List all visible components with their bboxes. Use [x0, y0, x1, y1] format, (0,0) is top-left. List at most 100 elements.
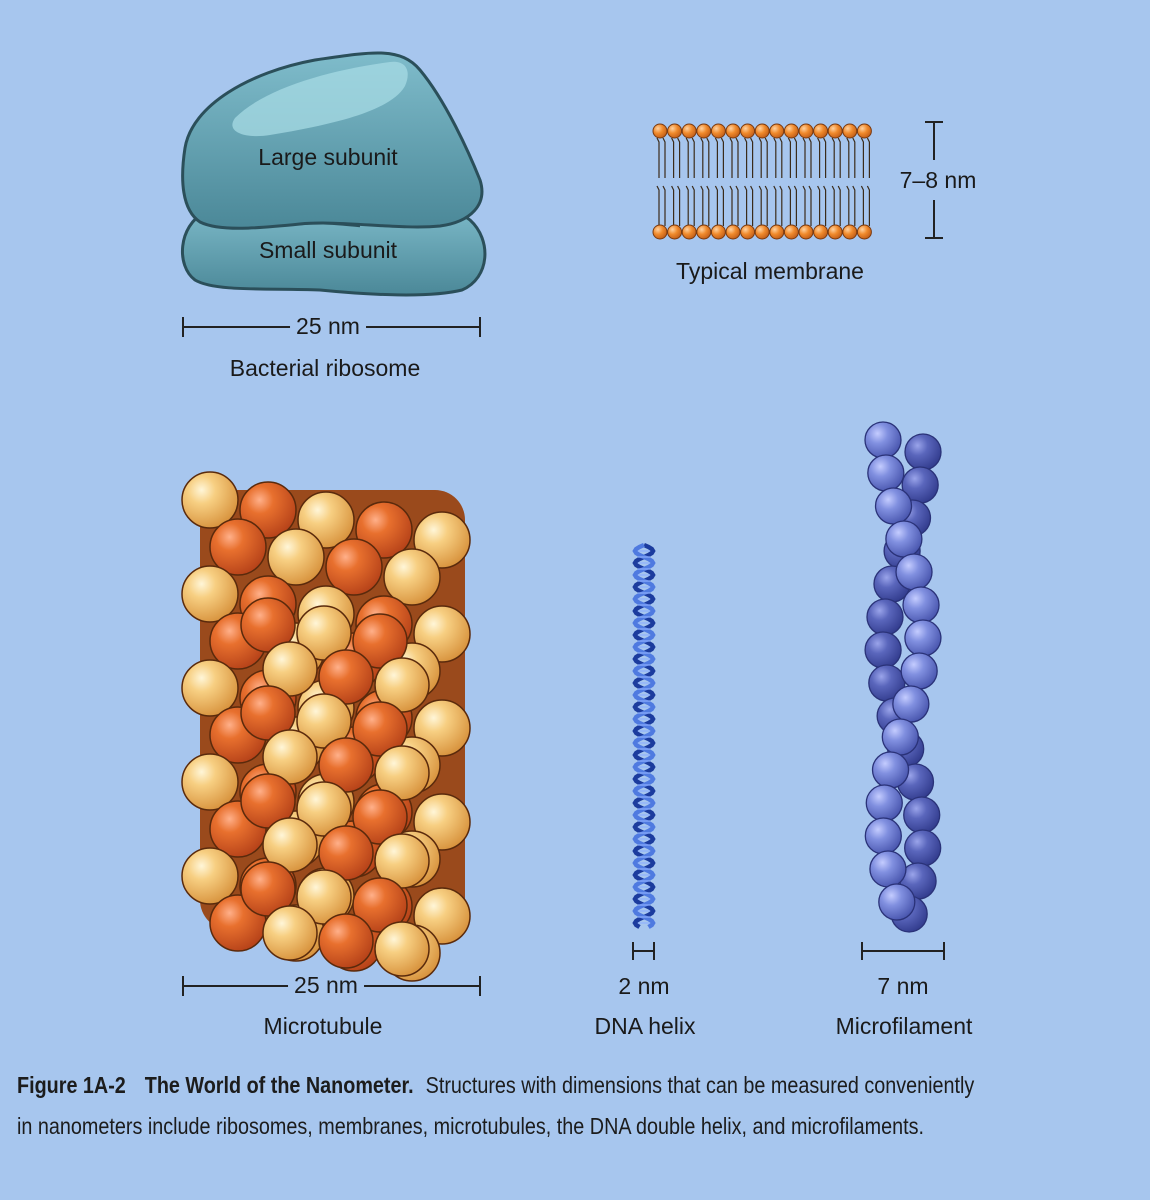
lipid-head-bottom [754, 224, 770, 240]
actin-subunit [871, 751, 910, 789]
lipid-head-top [783, 123, 799, 139]
tubulin-subunit [181, 659, 239, 717]
tubulin-subunit [296, 693, 352, 749]
tubulin-subunit [352, 877, 408, 933]
large-subunit-label: Large subunit [258, 144, 398, 170]
figure-caption: Figure 1A-2 The World of the Nanometer.St… [17, 1065, 980, 1147]
actin-subunit [864, 421, 902, 459]
dna-name-label: DNA helix [594, 1013, 696, 1039]
tubulin-subunit [374, 657, 430, 713]
tubulin-subunit [374, 833, 430, 889]
tubulin-subunit [325, 538, 383, 596]
actin-subunit [904, 433, 942, 471]
microtubule-drawing [181, 471, 471, 982]
actin-subunit [885, 520, 923, 558]
tubulin-subunit [352, 789, 408, 845]
lipid-head-bottom [667, 224, 683, 240]
lipid-head-top [725, 123, 741, 139]
microfilament-scale-label: 7 nm [877, 973, 929, 999]
tubulin-subunit [296, 605, 352, 661]
membrane-drawing [652, 123, 872, 240]
lipid-head-bottom [813, 224, 829, 240]
lipid-head-bottom [652, 224, 668, 240]
tubulin-subunit [318, 649, 374, 705]
tubulin-subunit [209, 518, 267, 576]
actin-subunit [904, 619, 942, 657]
dna-scale-bar [632, 942, 655, 960]
actin-subunit [892, 685, 930, 723]
lipid-head-bottom [783, 224, 799, 240]
tubulin-subunit [352, 701, 408, 757]
dna-helix-drawing [632, 542, 656, 929]
actin-subunit [864, 817, 902, 855]
lipid-head-top [798, 123, 814, 139]
microfilament-drawing [864, 421, 942, 933]
dna-scale-label: 2 nm [618, 973, 670, 999]
actin-subunit [900, 652, 938, 690]
caption-text: Structures with dimensions that can be m… [17, 1072, 975, 1139]
actin-subunit [878, 883, 916, 921]
tubulin-subunit [240, 861, 296, 917]
ribosome-scale-label: 25 nm [290, 313, 366, 340]
lipid-head-top [740, 123, 756, 139]
tubulin-subunit [267, 528, 325, 586]
tubulin-subunit [374, 745, 430, 801]
lipid-head-top [769, 123, 785, 139]
microfilament-scale-bar [861, 942, 945, 960]
ribosome-drawing [181, 51, 487, 297]
caption-figure-number: Figure 1A-2 [17, 1072, 126, 1098]
lipid-head-bottom [856, 224, 872, 240]
tubulin-subunit [352, 613, 408, 669]
membrane-scale-label: 7–8 nm [899, 167, 977, 193]
actin-subunit [867, 454, 905, 492]
lipid-head-bottom [842, 224, 858, 240]
actin-subunit [864, 631, 902, 669]
actin-subunit [895, 553, 933, 591]
tubulin-subunit [181, 847, 239, 905]
lipid-head-bottom [740, 224, 756, 240]
tubulin-subunit [240, 597, 296, 653]
tubulin-subunit [240, 685, 296, 741]
tubulin-subunit [262, 729, 318, 785]
tubulin-subunit [181, 471, 239, 529]
tubulin-subunit [296, 869, 352, 925]
lipid-head-top [827, 123, 843, 139]
tubulin-subunit [262, 905, 318, 961]
tubulin-subunit [383, 548, 441, 606]
lipid-head-top [813, 123, 829, 139]
actin-subunit [869, 850, 907, 888]
actin-subunit [866, 598, 904, 636]
tubulin-subunit [318, 913, 374, 969]
actin-subunit [874, 487, 913, 525]
lipid-head-bottom [696, 224, 712, 240]
actin-subunit [865, 784, 903, 822]
tubulin-subunit [318, 825, 374, 881]
lipid-head-top [667, 123, 683, 139]
lipid-head-top [652, 123, 668, 139]
lipid-head-bottom [681, 224, 697, 240]
membrane-scale-bar [925, 121, 943, 239]
tubulin-subunit [296, 781, 352, 837]
lipid-head-top [856, 123, 872, 139]
tubulin-subunit [262, 641, 318, 697]
lipid-head-top [696, 123, 712, 139]
small-subunit-label: Small subunit [258, 237, 398, 263]
microfilament-name-label: Microfilament [835, 1013, 973, 1039]
tubulin-subunit [374, 921, 430, 977]
membrane-name-label: Typical membrane [676, 258, 864, 284]
lipid-head-top [710, 123, 726, 139]
tubulin-subunit [181, 565, 239, 623]
lipid-head-bottom [827, 224, 843, 240]
ribosome-large-subunit [181, 51, 484, 230]
caption-title: The World of the Nanometer. [144, 1072, 414, 1098]
tubulin-subunit [181, 753, 239, 811]
actin-subunit [902, 586, 940, 624]
actin-subunit [904, 829, 942, 867]
tubulin-subunit [240, 773, 296, 829]
actin-subunit [903, 796, 941, 834]
actin-subunit [881, 718, 919, 756]
tubulin-subunit [262, 817, 318, 873]
lipid-head-bottom [769, 224, 785, 240]
tubulin-subunit [318, 737, 374, 793]
